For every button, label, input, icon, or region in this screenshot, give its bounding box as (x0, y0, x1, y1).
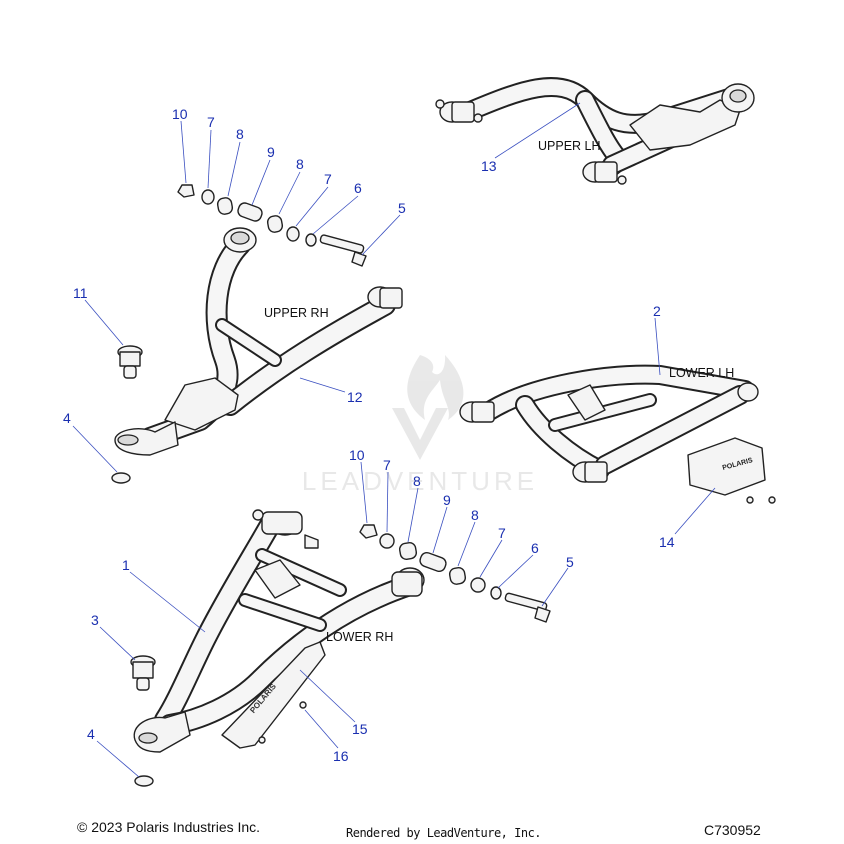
callout-8-upper-a: 8 (236, 126, 244, 142)
nut-10-lower (359, 524, 378, 539)
callout-15: 15 (352, 721, 368, 737)
callout-5-lower: 5 (566, 554, 574, 570)
callout-16: 16 (333, 748, 349, 764)
washer-7-upper-b (286, 226, 300, 242)
skid-guard-14: POLARIS (687, 437, 776, 504)
watermark-flame-icon (407, 355, 464, 420)
nut-10-upper (177, 184, 195, 198)
callout-7-upper-b: 7 (324, 171, 332, 187)
callout-6-lower: 6 (531, 540, 539, 556)
upper-rh-control-arm (114, 227, 403, 456)
footer-diagram-code: C730952 (704, 822, 761, 838)
bushing-8-upper-b (266, 215, 284, 233)
callout-10-upper: 10 (172, 106, 188, 122)
ball-joint-3 (130, 655, 156, 691)
label-lower-rh: LOWER RH (326, 630, 393, 644)
sleeve-9-lower (419, 551, 447, 573)
fastener-16-b (258, 736, 266, 744)
callout-14: 14 (659, 534, 675, 550)
callout-8-lower-a: 8 (413, 473, 421, 489)
callout-2: 2 (653, 303, 661, 319)
bolt-5-upper (319, 234, 365, 254)
label-lower-lh: LOWER LH (669, 366, 734, 380)
callout-9-lower: 9 (443, 492, 451, 508)
callout-8-upper-b: 8 (296, 156, 304, 172)
label-upper-rh: UPPER RH (264, 306, 329, 320)
callout-8-lower-b: 8 (471, 507, 479, 523)
callout-4-upper: 4 (63, 410, 71, 426)
watermark: LEADVENTURE (302, 355, 538, 496)
washer-7-lower-b (470, 577, 486, 593)
footer-copyright: © 2023 Polaris Industries Inc. (77, 819, 261, 835)
lower-hardware-stack (359, 524, 551, 623)
upper-lh-control-arm (435, 77, 755, 185)
washer-7-upper-a (201, 189, 215, 205)
watermark-text: LEADVENTURE (302, 466, 538, 496)
bushing-8-upper-a (216, 197, 234, 215)
callout-11: 11 (73, 285, 88, 301)
washer-7-lower-a (379, 533, 395, 549)
sleeve-9-upper (237, 202, 263, 222)
bolt-5-lower (504, 592, 548, 612)
callout-13: 13 (481, 158, 497, 174)
lower-rh-control-arm (133, 509, 425, 753)
callout-numbers: 10 7 8 9 8 7 6 5 13 11 12 2 4 14 10 7 8 … (63, 106, 675, 764)
callout-9-upper: 9 (267, 144, 275, 160)
lower-lh-control-arm (459, 364, 759, 483)
leader-lines (72, 102, 716, 778)
callout-7-upper-a: 7 (207, 114, 215, 130)
callout-1: 1 (122, 557, 130, 573)
callout-5-upper: 5 (398, 200, 406, 216)
footer-rendered-by: Rendered by LeadVenture, Inc. (346, 826, 542, 840)
upper-hardware-stack (177, 184, 367, 267)
callout-3: 3 (91, 612, 99, 628)
washer-6-lower (490, 586, 502, 600)
region-labels: UPPER LH UPPER RH LOWER LH LOWER RH (264, 139, 734, 644)
callout-4-lower: 4 (87, 726, 95, 742)
watermark-v-icon (392, 408, 448, 460)
label-upper-lh: UPPER LH (538, 139, 601, 153)
bushing-8-lower-b (448, 566, 467, 585)
callout-6-upper: 6 (354, 180, 362, 196)
callout-7-lower-a: 7 (383, 457, 391, 473)
callout-7-lower-b: 7 (498, 525, 506, 541)
bushing-8-lower-a (398, 541, 418, 561)
ball-joint-11 (117, 345, 143, 379)
fastener-16-a (299, 701, 307, 709)
callout-10-lower: 10 (349, 447, 365, 463)
retaining-ring-4-upper (111, 472, 131, 484)
callout-12: 12 (347, 389, 363, 405)
retaining-ring-4-lower (134, 775, 154, 787)
washer-6-upper (305, 233, 317, 247)
